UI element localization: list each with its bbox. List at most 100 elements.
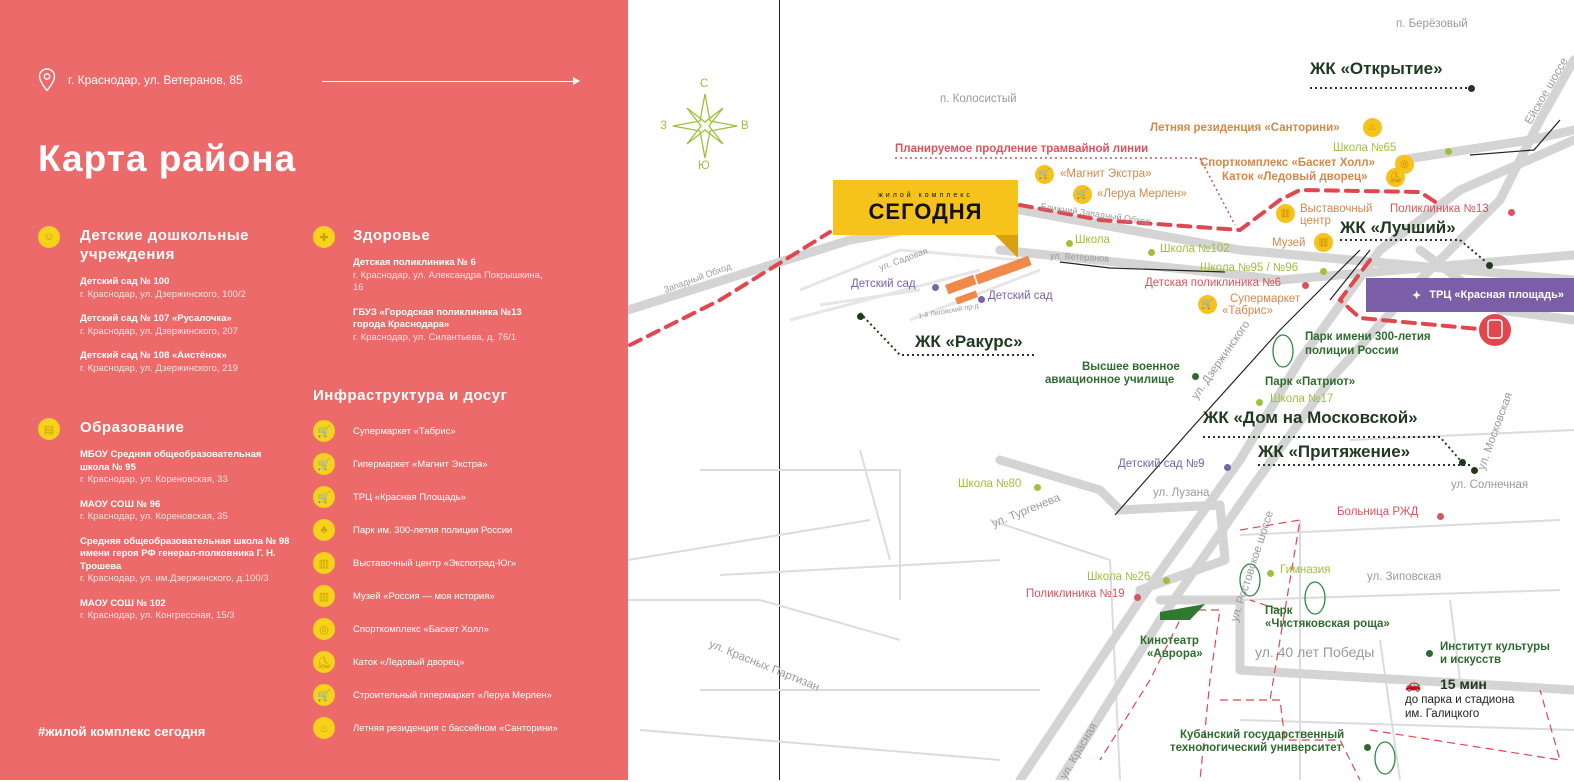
item-name: МБОУ Средняя общеобразовательная школа №… — [80, 449, 262, 473]
cinema-icon — [1160, 604, 1205, 620]
education-icon: ▤ — [38, 418, 60, 440]
list-item: Детский сад № 108 «Аистёнок»г. Краснодар… — [80, 350, 300, 375]
address-text: г. Краснодар, ул. Ветеранов, 85 — [68, 73, 243, 87]
poi-dot[interactable] — [1134, 594, 1141, 601]
poi-dot[interactable] — [1256, 399, 1263, 406]
section-title: Детские дошкольные учреждения — [80, 227, 249, 263]
poi-dot[interactable] — [1426, 650, 1433, 657]
item-address: г. Краснодар, ул. Александра Покрышкина,… — [353, 269, 543, 294]
poi-icon[interactable]: ♨ — [1363, 118, 1382, 137]
infra-icon: ▥ — [313, 552, 335, 574]
infra-icon: 🛒 — [313, 684, 335, 706]
map-label: Выставочный — [1300, 203, 1373, 215]
list-item: Средняя общеобразовательная школа № 98 и… — [80, 536, 290, 586]
item-address: г. Краснодар, ул. Дзержинского, 219 — [80, 362, 238, 374]
health-cross-icon: ✚ — [313, 226, 335, 248]
poi-dot[interactable] — [1148, 249, 1155, 256]
list-item: МБОУ Средняя общеобразовательная школа №… — [80, 449, 290, 487]
poi-dot[interactable] — [1302, 282, 1309, 289]
item-address: г. Краснодар, ул. им.Дзержинского, д.100… — [80, 573, 269, 584]
compass-letter: В — [741, 120, 749, 132]
infra-icon: ♨ — [313, 717, 335, 739]
map-label: п. Берёзовый — [1396, 18, 1468, 30]
poi-dot[interactable] — [978, 296, 985, 303]
poi-dot[interactable] — [1163, 577, 1170, 584]
poi-dot[interactable] — [1224, 464, 1231, 471]
map-label: п. Колосистый — [940, 93, 1017, 105]
map-label: Институт культуры — [1440, 641, 1550, 653]
item-name: МАОУ СОШ № 102 — [80, 597, 166, 609]
poi-dot[interactable] — [1267, 570, 1274, 577]
poi-dot[interactable] — [1445, 148, 1452, 155]
poi-dot[interactable] — [1437, 513, 1444, 520]
infra-label: Выставочный центр «Экспоград-Юг» — [353, 557, 517, 569]
map-label: «Леруа Мерлен» — [1097, 188, 1187, 200]
map-label: ЖК «Лучший» — [1340, 218, 1456, 237]
map-label: Музей — [1272, 237, 1306, 249]
map-label: Школа — [1075, 234, 1110, 246]
address: г. Краснодар, ул. Ветеранов, 85 — [38, 68, 243, 92]
infra-item: ⛸Каток «Ледовый дворец» — [313, 651, 464, 673]
arrow-line — [322, 77, 580, 85]
item-name: ГБУЗ «Городская поликлиника №13 города К… — [353, 306, 522, 331]
map-label: ул. 40 лет Победы — [1255, 644, 1375, 660]
poi-icon[interactable]: 🛒 — [1198, 295, 1217, 314]
item-address: г. Краснодар, ул. Кореновская, 33 — [80, 474, 228, 485]
section-title: Инфраструктура и досуг — [313, 387, 508, 404]
tram-icon — [1479, 314, 1511, 346]
compass-letter: Ю — [698, 160, 710, 172]
map-label: Школа №17 — [1270, 393, 1334, 405]
poi-icon[interactable]: 🛒 — [1035, 165, 1054, 184]
map-label: Высшее военное — [1082, 361, 1180, 373]
poi-dot[interactable] — [1364, 744, 1371, 751]
hashtag: #жилой комплекс сегодня — [38, 724, 206, 739]
poi-dot[interactable] — [857, 313, 864, 320]
map-label: ЖК «Притяжение» — [1258, 442, 1411, 461]
divider-line — [779, 0, 780, 780]
poi-icon[interactable]: ▥ — [1314, 233, 1333, 252]
poi-dot[interactable] — [932, 284, 939, 291]
infra-label: Строительный гипермаркет «Леруа Мерлен» — [353, 689, 552, 701]
infra-item: 🛒 Строительный гипермаркет «Леруа Мерлен» — [313, 684, 552, 706]
map-label: Детский сад №9 — [1118, 458, 1205, 470]
kindergarten-icon: ☺ — [38, 226, 60, 248]
poi-dot[interactable] — [1320, 268, 1327, 275]
infra-label: Летняя резиденция с бассейном «Санторини… — [353, 722, 558, 734]
map-label: Школа №95 / №96 — [1200, 262, 1298, 274]
infra-label: Музей «Россия — моя история» — [353, 590, 495, 602]
poi-dot[interactable] — [1508, 209, 1515, 216]
infra-icon: ♣ — [313, 519, 335, 541]
compass-letter: З — [660, 120, 667, 132]
map-label: Гимназия — [1280, 564, 1331, 576]
legend-panel: г. Краснодар, ул. Ветеранов, 85 Карта ра… — [0, 0, 628, 780]
infra-item: 🛒ТРЦ «Красная Площадь» — [313, 486, 466, 508]
infra-label: Гипермаркет «Магнит Экстра» — [353, 458, 488, 470]
item-address: г. Краснодар, ул. Дзержинского, 207 — [80, 325, 238, 337]
map-label: Спорткомплекс «Баскет Холл» — [1200, 157, 1375, 169]
poi-dot[interactable] — [1459, 459, 1466, 466]
poi-dot[interactable] — [1192, 373, 1199, 380]
infra-label: Спорткомплекс «Баскет Холл» — [353, 623, 489, 635]
map-label: Планируемое продление трамвайной линии — [895, 143, 1149, 155]
infra-item: ▥Музей «Россия — моя история» — [313, 585, 495, 607]
residential-buildings — [945, 255, 1032, 305]
infra-icon: 🛒 — [313, 486, 335, 508]
poi-dot[interactable] — [1486, 262, 1493, 269]
poi-dot[interactable] — [1034, 484, 1041, 491]
poi-dot[interactable] — [1066, 240, 1073, 247]
district-map — [628, 55, 1574, 780]
poi-dot[interactable] — [1468, 85, 1475, 92]
map-label: Поликлиника №13 — [1390, 203, 1489, 215]
poi-icon[interactable]: 🛒 — [1073, 185, 1092, 204]
poi-dot[interactable] — [1471, 467, 1478, 474]
item-name: МАОУ СОШ № 96 — [80, 498, 161, 510]
trc-label: ТРЦ «Красная площадь» — [1429, 289, 1564, 301]
map-label: и искусств — [1440, 654, 1502, 666]
poi-icon[interactable]: ⛸ — [1386, 168, 1405, 187]
map-label: Школа №26 — [1087, 571, 1151, 583]
trc-callout[interactable]: ✦ТРЦ «Красная площадь» — [1366, 278, 1574, 312]
poi-icon[interactable]: ▥ — [1276, 204, 1295, 223]
